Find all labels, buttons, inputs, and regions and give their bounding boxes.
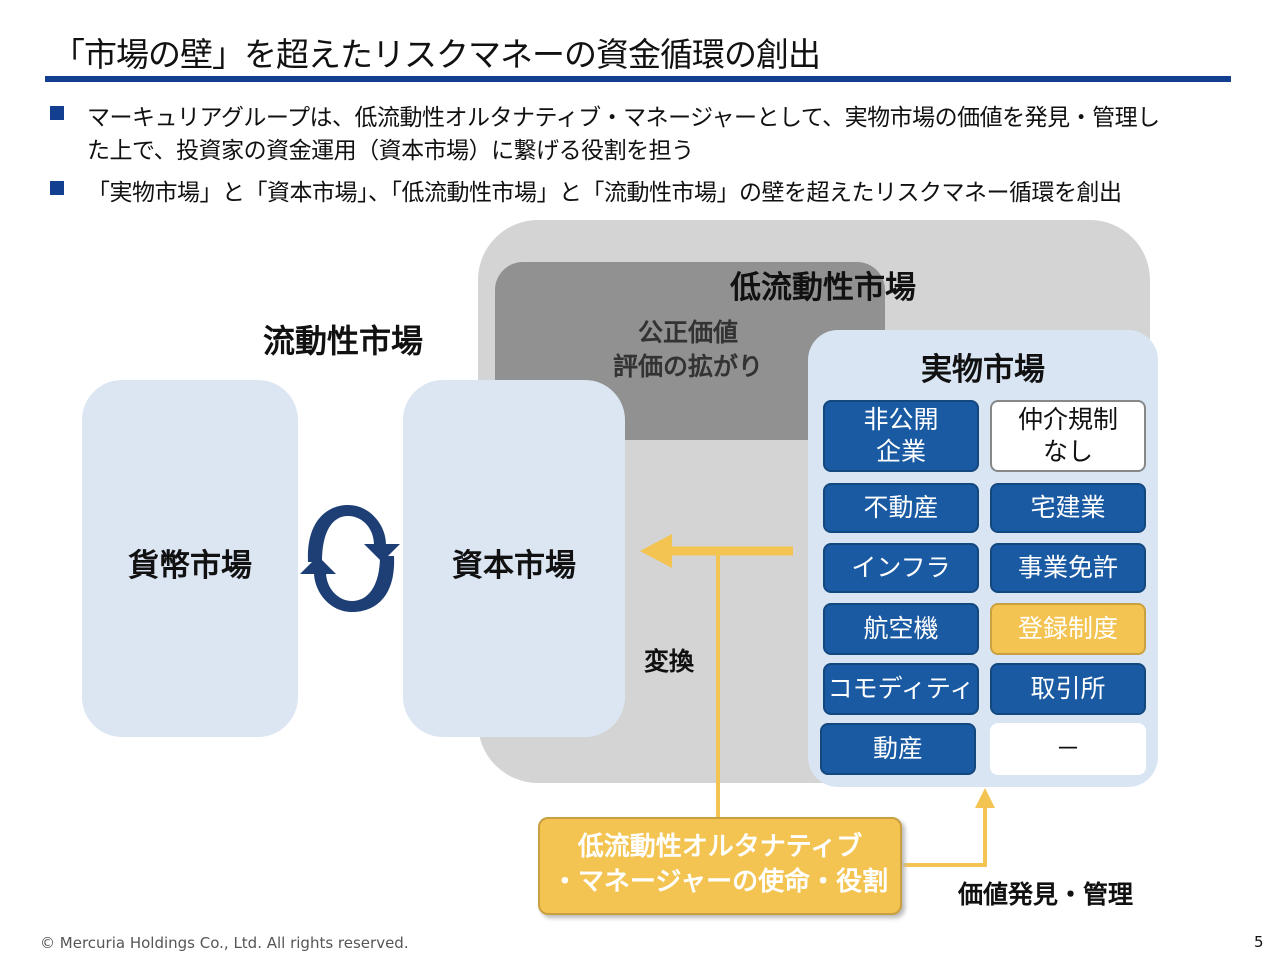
value-discovery-label: 価値発見・管理	[958, 880, 1134, 909]
value-discovery-arrow-icon	[902, 788, 995, 867]
mission-label: 低流動性オルタナティブ・マネージャーの使命・役割	[551, 832, 889, 897]
illiquid-market-label: 低流動性市場	[730, 270, 916, 306]
bullet-square-icon	[50, 106, 64, 120]
cell-none: －	[990, 723, 1146, 775]
fair-value-label: 公正価値評価の拡がり	[612, 318, 763, 381]
cell-business-license: 事業免許	[990, 543, 1146, 593]
title-rule	[45, 76, 1231, 82]
cell-registration-system: 登録制度	[990, 603, 1146, 655]
bullet-text: マーキュリアグループは、低流動性オルタナティブ・マネージャーとして、実物市場の価…	[87, 105, 1160, 131]
money-market-label: 貨幣市場	[128, 548, 252, 584]
conversion-label: 変換	[644, 647, 695, 676]
bullet-square-icon	[50, 181, 64, 195]
cell-commodity: コモディティ	[823, 663, 979, 715]
cell-no-brokerage-regulation: 仲介規制なし	[990, 400, 1146, 472]
capital-market-label: 資本市場	[452, 548, 576, 584]
cell-private-company: 非公開企業	[823, 400, 979, 472]
bullet-text: た上で、投資家の資金運用（資本市場）に繋げる役割を担う	[87, 138, 694, 164]
liquid-market-label: 流動性市場	[263, 322, 424, 360]
slide-title: 「市場の壁」を超えたリスクマネーの資金循環の創出	[52, 35, 821, 74]
capital-market-box	[403, 380, 625, 737]
cycle-arrows-icon	[300, 505, 400, 612]
cell-aircraft: 航空機	[823, 603, 979, 655]
real-market-title: 実物市場	[921, 352, 1045, 388]
money-market-box	[82, 380, 298, 737]
cell-real-estate: 不動産	[823, 483, 979, 533]
mission-box	[538, 817, 902, 915]
copyright: © Mercuria Holdings Co., Ltd. All rights…	[40, 934, 409, 952]
bullet-text: 「実物市場」と「資本市場」、「低流動性市場」と「流動性市場」の壁を超えたリスクマ…	[87, 180, 1122, 206]
cell-movable-assets: 動産	[820, 723, 976, 775]
cell-real-estate-license: 宅建業	[990, 483, 1146, 533]
cell-infrastructure: インフラ	[823, 543, 979, 593]
cell-exchange: 取引所	[990, 663, 1146, 715]
page-number: 5	[1254, 933, 1264, 951]
